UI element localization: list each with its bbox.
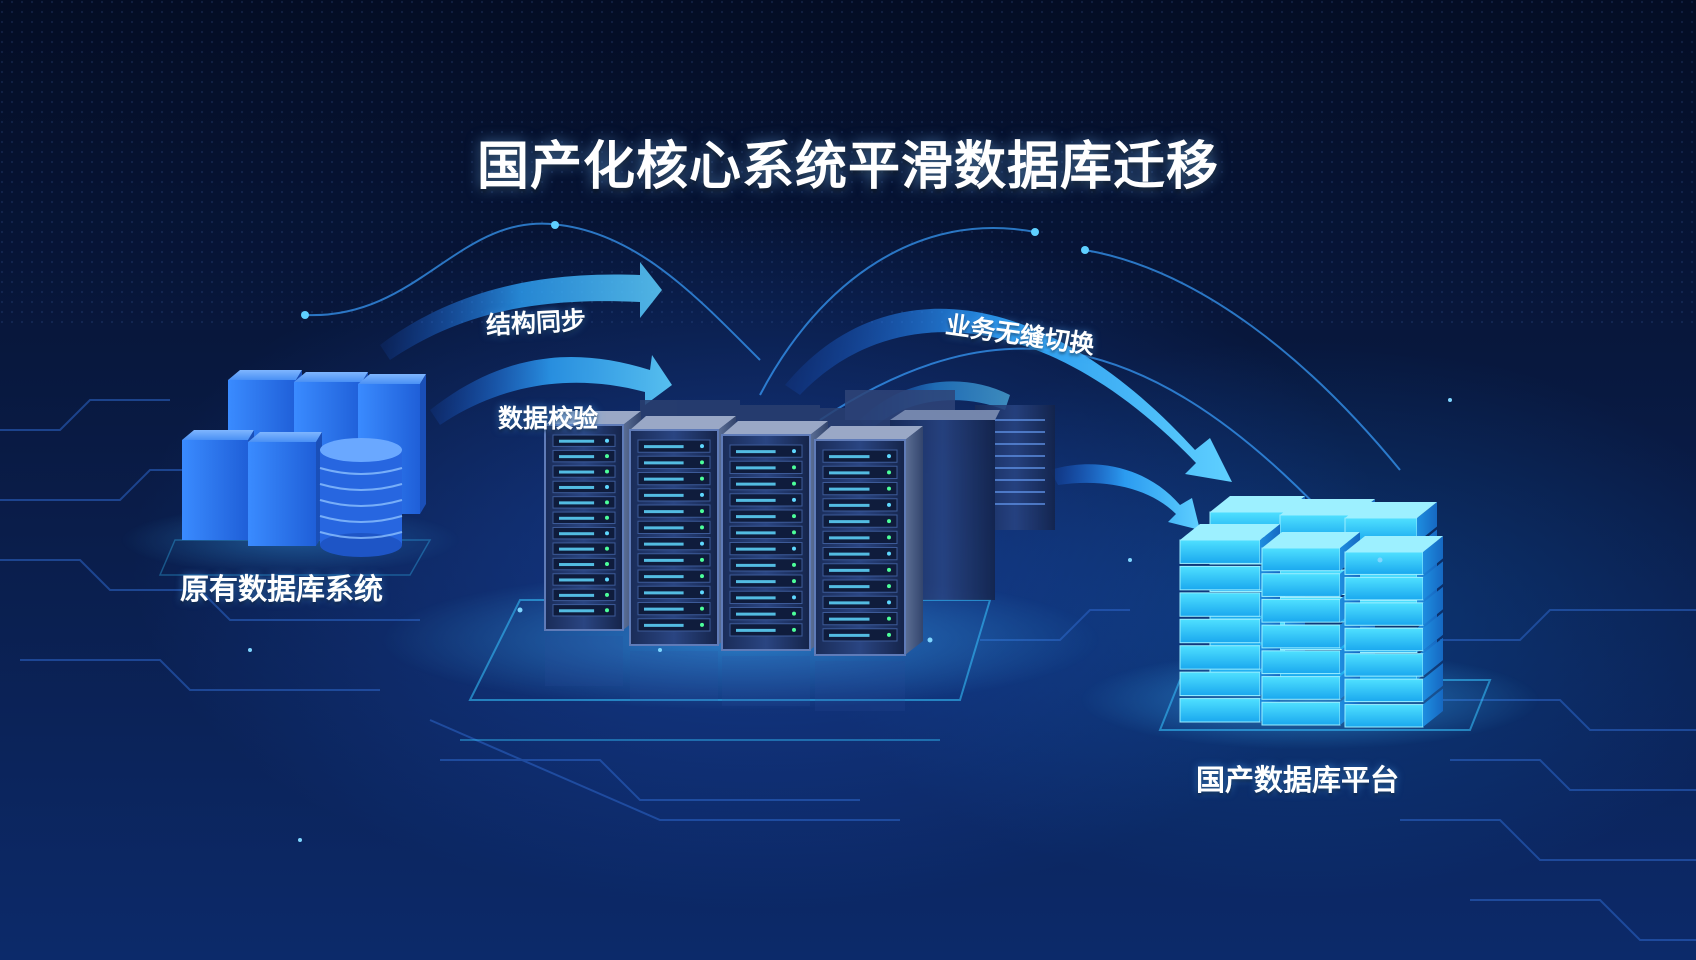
- database-cylinder-icon: [319, 438, 403, 557]
- storage-block-icon: [1344, 536, 1443, 728]
- sparkles: [248, 398, 1452, 842]
- page-title: 国产化核心系统平滑数据库迁移: [476, 137, 1219, 197]
- arrow-flow-icon: [380, 262, 662, 360]
- flow-label-structure-sync: 结构同步: [485, 305, 587, 340]
- flow-label-data-verify: 数据校验: [498, 404, 599, 433]
- server-rack-icon: [814, 426, 923, 711]
- legacy-database-group: [182, 370, 426, 557]
- label-legacy-database-system: 原有数据库系统: [180, 572, 384, 606]
- arrow-flow-icon: [1050, 464, 1200, 530]
- database-server-icon: [248, 432, 322, 546]
- server-racks: [544, 411, 923, 711]
- domestic-storage-group: [1179, 496, 1443, 728]
- storage-block-icon: [1179, 524, 1280, 723]
- label-domestic-database-platform: 国产数据库平台: [1196, 763, 1400, 797]
- database-server-icon: [182, 430, 254, 540]
- arrow-flow-icon: [430, 355, 672, 425]
